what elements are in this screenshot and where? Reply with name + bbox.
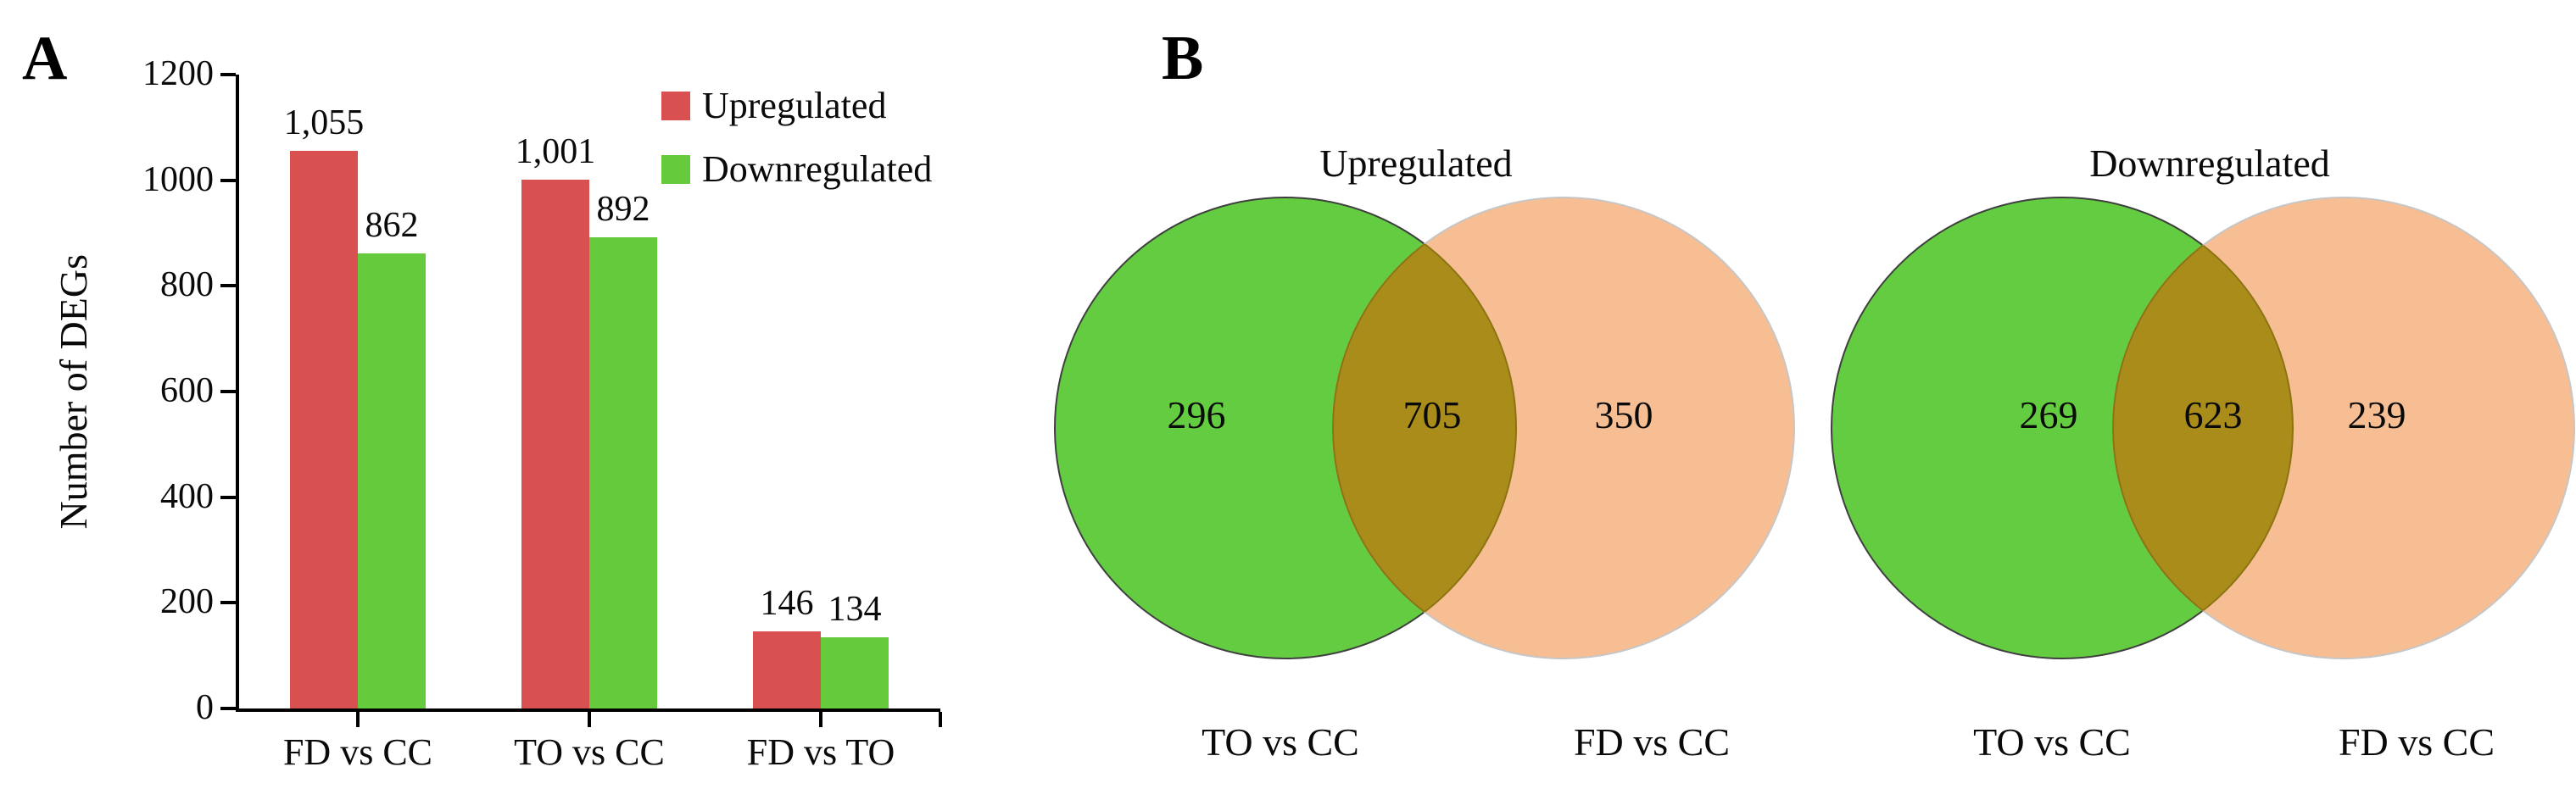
venn-overlap-region [2112, 197, 2293, 658]
y-axis-tick-label: 1000 [142, 159, 214, 199]
y-axis-tick [220, 495, 236, 499]
y-axis-tick-label: 400 [160, 476, 214, 516]
legend-label-upregulated: Upregulated [702, 85, 887, 126]
panel-b-label: B [1162, 24, 1204, 93]
x-axis-tick [819, 712, 822, 727]
y-axis-tick [220, 178, 236, 182]
bar-downregulated-fd-vs-cc [358, 253, 426, 708]
x-axis-tick [588, 712, 591, 727]
y-axis-tick [220, 707, 236, 710]
bar-value-label: 1,001 [515, 132, 596, 172]
bar-upregulated-to-vs-cc [521, 180, 589, 708]
venn-right-unique-count: 350 [1595, 393, 1653, 436]
venn-diagram-downregulated: Downregulated 269 623 239 TO vs CC FD vs… [1831, 142, 2575, 764]
venn-diagram-upregulated: Upregulated 296 705 350 TO vs CC FD vs C… [1054, 142, 1795, 764]
venn-left-circle-label: TO vs CC [1202, 720, 1359, 764]
bar-value-label: 862 [365, 205, 419, 245]
venn-overlap-edge [1333, 197, 1517, 658]
venn-right-circle-label: FD vs CC [2339, 720, 2495, 764]
y-axis-tick-label: 800 [160, 265, 214, 305]
venn-title: Upregulated [1319, 142, 1512, 185]
venn-overlap-count: 705 [1403, 393, 1462, 436]
x-category-label: FD vs TO [746, 731, 895, 773]
y-axis-tick-label: 600 [160, 371, 214, 410]
x-axis-tick [356, 712, 360, 727]
legend-item-downregulated: Downregulated [661, 148, 932, 192]
x-category-label: FD vs CC [282, 731, 433, 773]
venn-right-unique-count: 239 [2348, 393, 2406, 436]
y-axis-tick [220, 284, 236, 288]
bar-value-label: 146 [760, 584, 814, 623]
venn-left-unique-count: 296 [1168, 393, 1226, 436]
bar-downregulated-to-vs-cc [589, 237, 657, 708]
venn-overlap-count: 623 [2184, 393, 2243, 436]
bar-upregulated-fd-vs-to [753, 631, 821, 708]
y-axis-tick [220, 601, 236, 605]
venn-left-circle-label: TO vs CC [1973, 720, 2131, 764]
venn-overlap-region [1332, 197, 1516, 658]
venn-left-unique-count: 269 [2020, 393, 2078, 436]
panel-a-label: A [22, 24, 68, 93]
x-category-label: TO vs CC [514, 731, 665, 773]
venn-title: Downregulated [2089, 142, 2330, 185]
bar-chart-plot-area: 0 200 400 600 800 1000 1200 FD vs CC TO vs CC FD … [142, 54, 942, 773]
venn-right-circle-label: FD vs CC [1574, 720, 1730, 764]
y-axis-tick-label: 0 [196, 688, 214, 727]
y-axis-tick-label: 200 [160, 582, 214, 622]
y-axis-tick-label: 1200 [142, 54, 214, 93]
bar-value-label: 1,055 [283, 103, 365, 143]
venn-overlap-edge [2113, 197, 2294, 658]
bar-value-label: 134 [828, 590, 882, 630]
downregulated-swatch-icon [661, 154, 690, 184]
legend-label-downregulated: Downregulated [702, 147, 933, 190]
upregulated-swatch-icon [661, 92, 690, 121]
x-axis-tick [939, 712, 942, 727]
bar-upregulated-fd-vs-cc [290, 151, 358, 708]
legend-item-upregulated: Upregulated [661, 85, 932, 128]
y-axis-tick [220, 73, 236, 76]
bar-downregulated-fd-vs-to [821, 637, 889, 708]
y-axis-tick [220, 390, 236, 393]
chart-legend: Upregulated Downregulated [661, 85, 932, 191]
bar-value-label: 892 [596, 190, 650, 229]
